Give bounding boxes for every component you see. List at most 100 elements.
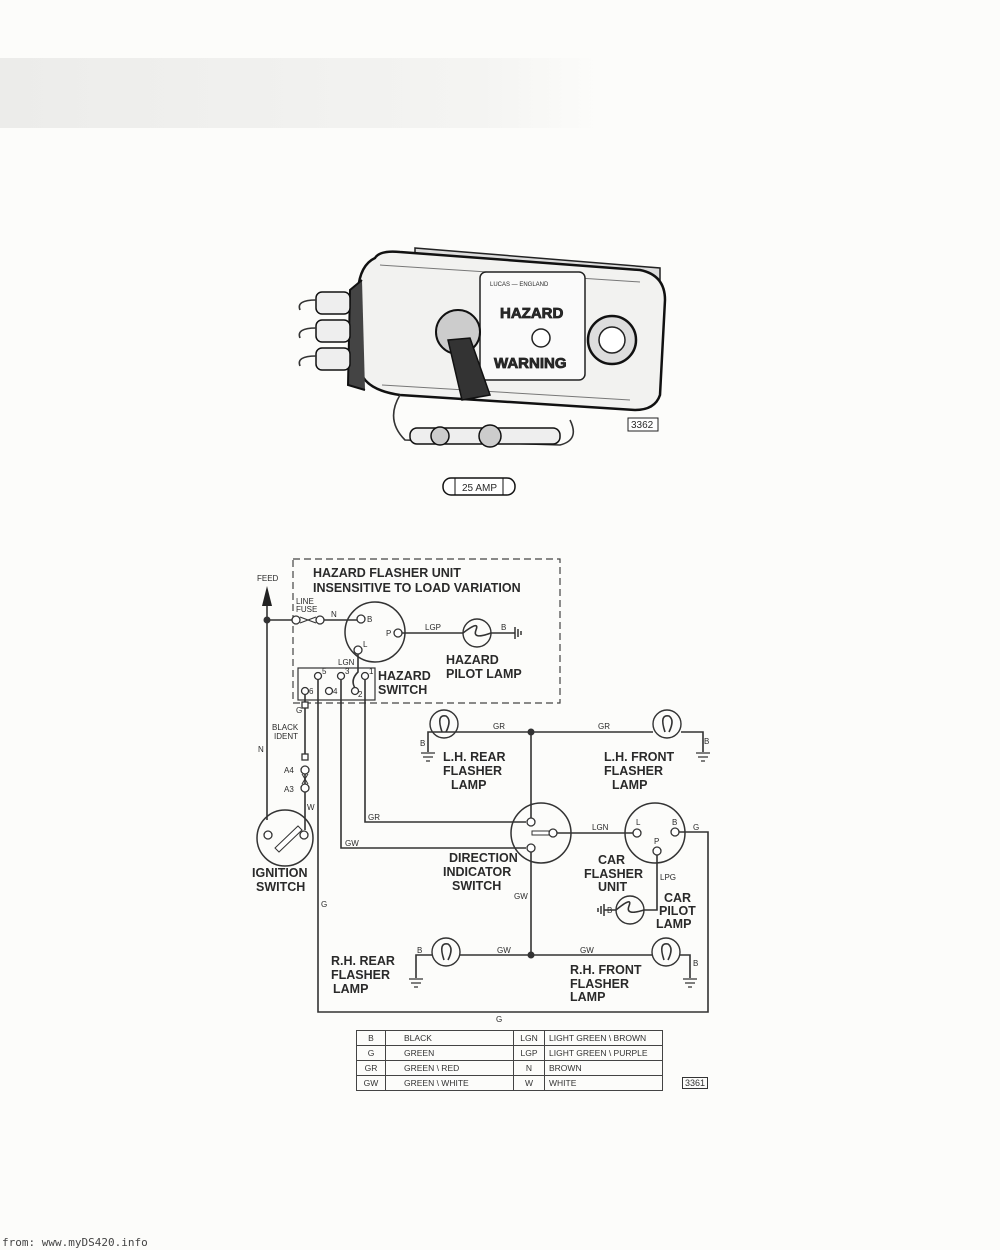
badge-hazard: HAZARD: [500, 305, 563, 322]
wire-label: LPG: [660, 873, 676, 882]
scan-shadow-band: [0, 58, 600, 128]
terminal-label: A3: [284, 785, 294, 794]
wire-label: G: [321, 900, 327, 909]
wire-label: B: [420, 739, 425, 748]
hazard-unit-boundary: [292, 558, 561, 704]
rh-front-lamp-label: FLASHER: [570, 977, 629, 991]
color-cell: WHITE: [544, 1075, 663, 1091]
lh-front-lamp-label: LAMP: [612, 778, 647, 792]
rh-front-lamp-icon: [651, 937, 681, 967]
color-cell: BLACK: [385, 1030, 514, 1046]
line-fuse-icon: [291, 615, 325, 625]
fuse-icon: [442, 477, 516, 496]
hazard-switch-illustration: LUCAS — ENGLAND HAZARD WARNING 3362 25 A…: [298, 247, 667, 496]
box-title-line2: INSENSITIVE TO LOAD VARIATION: [313, 581, 521, 595]
wire-label: LGN: [338, 658, 355, 667]
wire-label: GW: [345, 839, 359, 848]
hazard-switch-label: HAZARD: [378, 669, 431, 683]
code-cell: N: [513, 1060, 545, 1076]
code-cell: W: [513, 1075, 545, 1091]
car-pilot-label: CAR: [664, 891, 691, 905]
feed-arrow-icon: [262, 586, 272, 606]
terminal-label: P: [654, 837, 659, 846]
color-cell: GREEN \ WHITE: [385, 1075, 514, 1091]
terminal-label: A4: [284, 766, 294, 775]
wire-label: B: [693, 959, 698, 968]
code-cell: GR: [356, 1060, 386, 1076]
hazard-switch: [297, 667, 376, 701]
terminal-label: 6: [309, 687, 314, 696]
hazard-switch-label: SWITCH: [378, 683, 427, 697]
code-cell: G: [356, 1045, 386, 1061]
lh-rear-lamp-label: LAMP: [451, 778, 486, 792]
car-pilot-label: LAMP: [656, 917, 691, 931]
color-cell: LIGHT GREEN \ PURPLE: [544, 1045, 663, 1061]
wire-label: GW: [514, 892, 528, 901]
rh-rear-lamp-icon: [431, 937, 461, 967]
car-flasher-unit: [624, 802, 686, 864]
wire-label: GR: [368, 813, 380, 822]
rh-front-lamp-label: R.H. FRONT: [570, 963, 642, 977]
box-title-line1: HAZARD FLASHER UNIT: [313, 566, 461, 580]
wire-label: GW: [580, 946, 594, 955]
terminal-label: B: [367, 615, 372, 624]
car-pilot-lamp-icon: [615, 895, 645, 925]
terminal-label: L: [636, 818, 641, 827]
wire-label: LGP: [425, 623, 441, 632]
feed-label: FEED: [257, 574, 279, 583]
wire-label: W: [307, 803, 315, 812]
code-cell: LGP: [513, 1045, 545, 1061]
lh-front-lamp-label: L.H. FRONT: [604, 750, 674, 764]
fuse-rating: 25 AMP: [462, 483, 497, 494]
wire-label: G: [693, 823, 699, 832]
wire-label: GR: [493, 722, 505, 731]
hazard-flasher-unit: [344, 601, 406, 663]
terminal-label: B: [672, 818, 677, 827]
car-flasher-label: UNIT: [598, 880, 628, 894]
terminal-label: 1: [369, 667, 374, 676]
wire-label: G: [496, 1015, 502, 1024]
diagram-ref-number: 3361: [682, 1077, 709, 1089]
car-flasher-label: FLASHER: [584, 867, 643, 881]
wire-label: B: [704, 737, 709, 746]
color-cell: BROWN: [544, 1060, 663, 1076]
black-ident-label: BLACK: [272, 723, 299, 732]
terminal-label: 4: [333, 687, 338, 696]
ignition-switch-label: SWITCH: [256, 880, 305, 894]
line-fuse-label: LINE: [296, 597, 314, 606]
ignition-switch: [256, 809, 314, 867]
line-fuse-label: FUSE: [296, 605, 317, 614]
terminal-label: 3: [345, 667, 350, 676]
lh-rear-lamp-label: FLASHER: [443, 764, 502, 778]
hazard-pilot-lamp-icon: [462, 618, 492, 648]
code-cell: B: [356, 1030, 386, 1046]
source-footer: from: www.myDS420.info: [2, 1236, 148, 1249]
car-pilot-label: PILOT: [659, 904, 696, 918]
hazard-pilot-lamp-label: PILOT LAMP: [446, 667, 522, 681]
code-cell: LGN: [513, 1030, 545, 1046]
wire-label: LGN: [592, 823, 609, 832]
terminal-label: 2: [358, 690, 363, 699]
rh-rear-lamp-label: LAMP: [333, 982, 368, 996]
direction-switch-label: INDICATOR: [443, 865, 511, 879]
illustration-ref-number: 3362: [631, 420, 654, 431]
wire-label: G: [296, 706, 302, 715]
wire-label: N: [331, 610, 337, 619]
badge-warning: WARNING: [494, 355, 567, 372]
wire-label: B: [501, 623, 506, 632]
wire-label: N: [258, 745, 264, 754]
lh-rear-lamp-icon: [429, 709, 459, 739]
terminal-label: 5: [322, 667, 327, 676]
direction-switch-label: SWITCH: [452, 879, 501, 893]
ignition-switch-label: IGNITION: [252, 866, 308, 880]
color-cell: GREEN: [385, 1045, 514, 1061]
black-ident-label: IDENT: [274, 732, 298, 741]
rh-rear-lamp-label: R.H. REAR: [331, 954, 395, 968]
hazard-pilot-lamp-label: HAZARD: [446, 653, 499, 667]
terminal-label: P: [386, 629, 391, 638]
code-cell: GW: [356, 1075, 386, 1091]
